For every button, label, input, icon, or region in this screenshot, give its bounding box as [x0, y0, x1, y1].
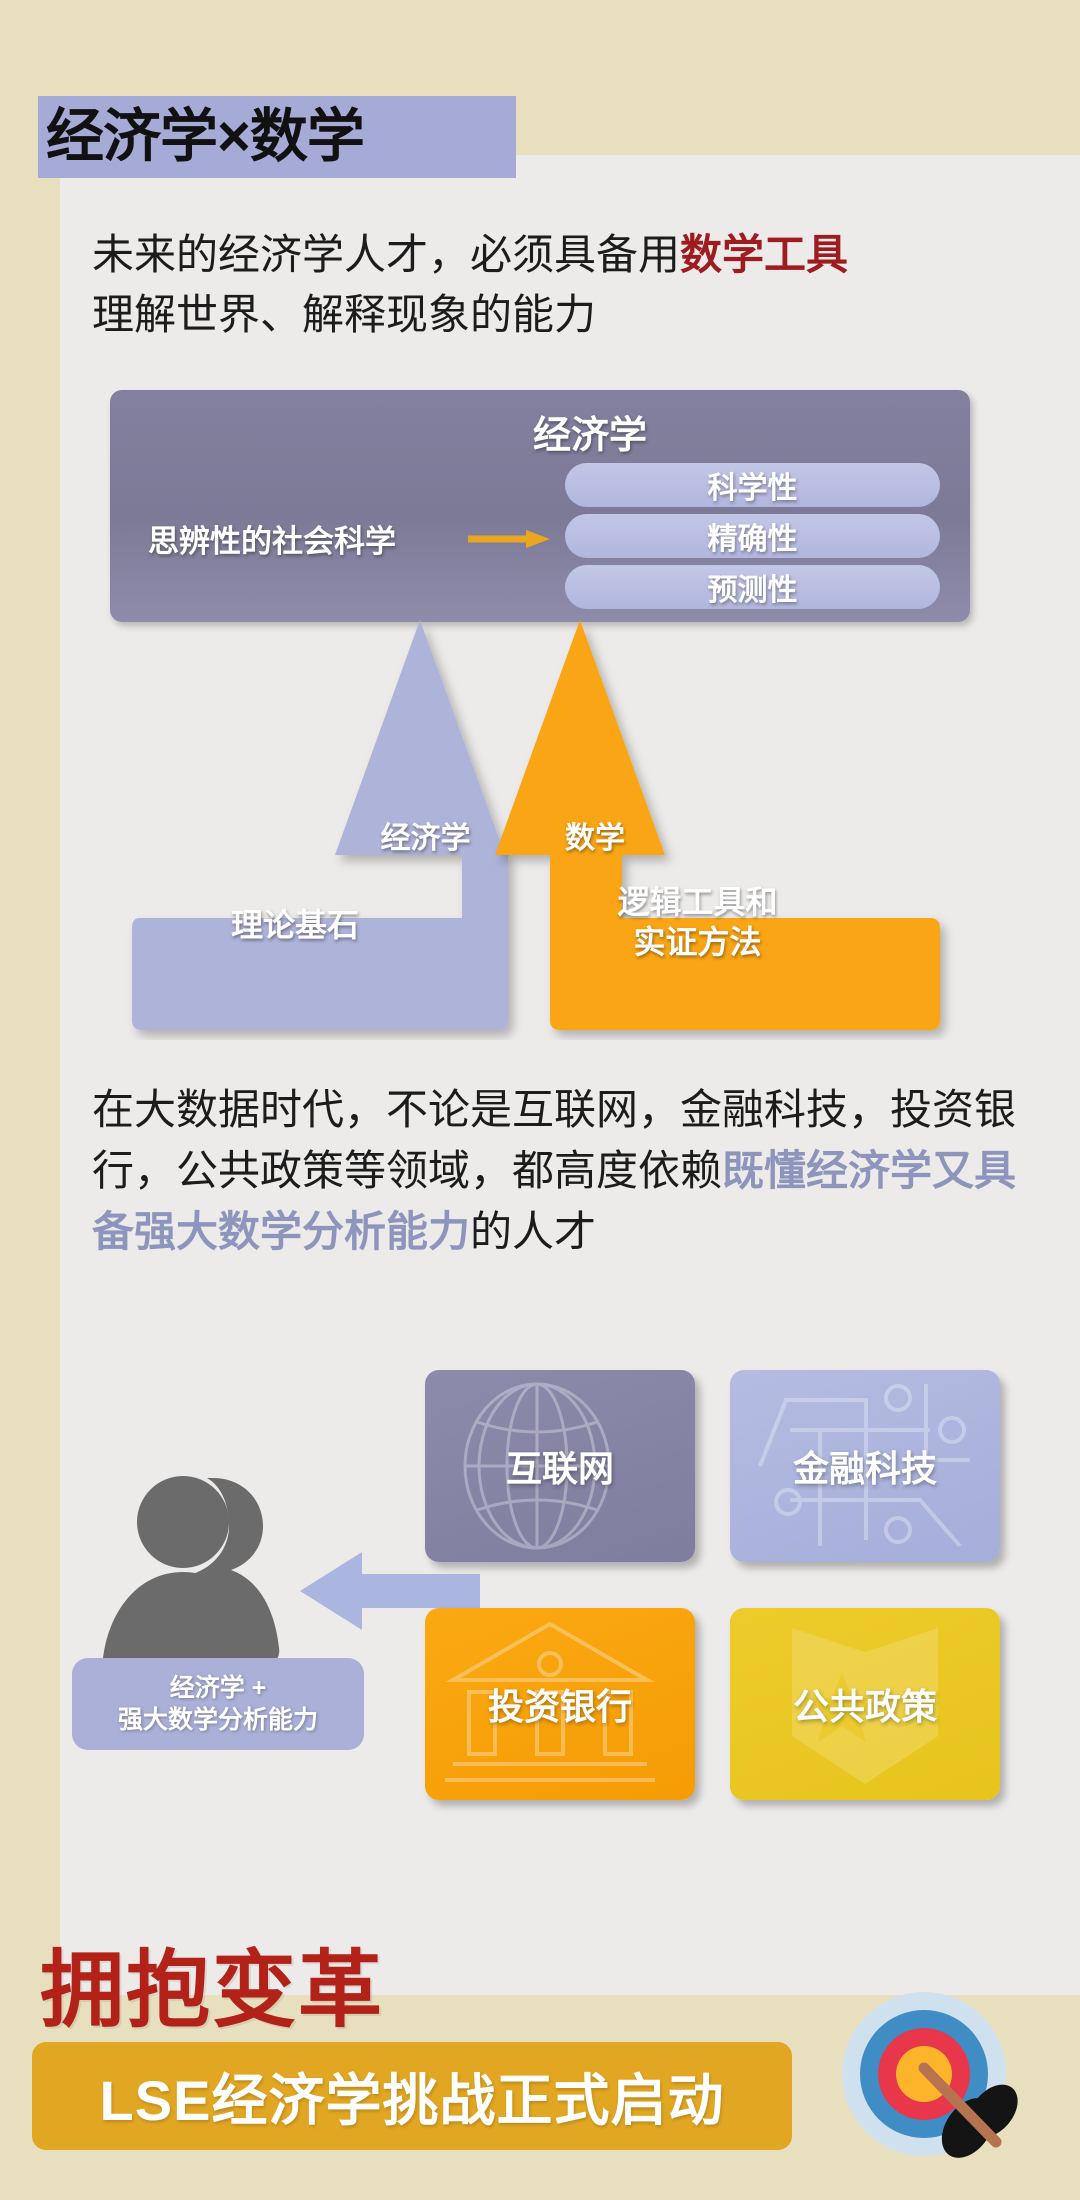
- economics-box-title: 经济学: [532, 415, 647, 457]
- pillar-label-economics: 经济学: [380, 822, 471, 855]
- card-investment-bank[interactable]: 投资银行: [425, 1608, 695, 1800]
- pillars-graphic: [132, 620, 940, 1030]
- math-pillar: [495, 620, 940, 1030]
- archery-target-icon: [842, 1992, 1018, 2158]
- pillar-base-label-logic: 逻辑工具和 实证方法: [555, 882, 840, 962]
- pillars-diagram: 经济学 数学 理论基石 逻辑工具和 实证方法: [110, 620, 970, 1040]
- circuit-icon: [758, 1384, 970, 1548]
- attribute-pill: 科学性: [565, 463, 940, 507]
- pillar-base-label-theory: 理论基石: [230, 907, 359, 943]
- page-title-badge: 经济学×数学: [38, 96, 516, 178]
- logic-line-2: 实证方法: [633, 924, 762, 960]
- card-public-policy[interactable]: 公共政策: [730, 1608, 1000, 1800]
- second-paragraph: 在大数据时代，不论是互联网，金融科技，投资银行，公共政策等领域，都高度依赖既懂经…: [92, 1080, 1022, 1263]
- card-label: 投资银行: [487, 1686, 632, 1727]
- intro-text-part1: 未来的经济学人才，必须具备用: [92, 231, 681, 278]
- pillar-label-math: 数学: [565, 822, 625, 855]
- intro-highlight: 数学工具: [680, 231, 849, 278]
- card-label: 金融科技: [792, 1448, 937, 1489]
- person-badge-line1: 经济学 +: [169, 1674, 267, 1702]
- footer-title: 拥抱变革: [40, 1943, 385, 2037]
- left-arrow-icon: [300, 1552, 480, 1630]
- economics-diagram-box: 经济学 思辨性的社会科学 科学性 精确性 预测性: [110, 390, 970, 622]
- footer-subtitle: LSE经济学挑战正式启动: [32, 2042, 792, 2150]
- shield-icon: [792, 1628, 938, 1784]
- person-skill-badge: 经济学 + 强大数学分析能力: [72, 1658, 364, 1750]
- logic-line-1: 逻辑工具和: [617, 884, 778, 920]
- page-title: 经济学×数学: [46, 104, 365, 169]
- user-group-icon: [102, 1476, 280, 1673]
- attribute-pill: 预测性: [565, 565, 940, 609]
- person-badge-line2: 强大数学分析能力: [117, 1706, 318, 1734]
- domain-cards-grid: 互联网 金融科技: [425, 1370, 1005, 1800]
- attribute-pill: 精确性: [565, 514, 940, 558]
- bank-icon: [445, 1621, 655, 1782]
- para2-text-part1: 在大数据时代，不论是互联网，金融科技，投资银行，公共政策等领域，都高度依赖: [92, 1086, 1017, 1194]
- intro-paragraph: 未来的经济学人才，必须具备用数学工具 理解世界、解释现象的能力: [92, 225, 1012, 344]
- card-label: 互联网: [505, 1448, 614, 1489]
- para2-text-part2: 的人才: [470, 1207, 597, 1255]
- intro-text-part2: 理解世界、解释现象的能力: [92, 290, 597, 338]
- globe-icon: [463, 1382, 611, 1550]
- right-arrow-icon: [468, 530, 550, 548]
- economics-pillar: [132, 620, 508, 1030]
- economics-left-label: 思辨性的社会科学: [148, 524, 396, 559]
- card-fintech[interactable]: 金融科技: [730, 1370, 1000, 1562]
- card-internet[interactable]: 互联网: [425, 1370, 695, 1562]
- card-label: 公共政策: [792, 1686, 937, 1727]
- economics-attribute-list: 科学性 精确性 预测性: [565, 463, 940, 616]
- para2-highlight: 既懂经济学又具备强大数学分析能力: [92, 1146, 1017, 1255]
